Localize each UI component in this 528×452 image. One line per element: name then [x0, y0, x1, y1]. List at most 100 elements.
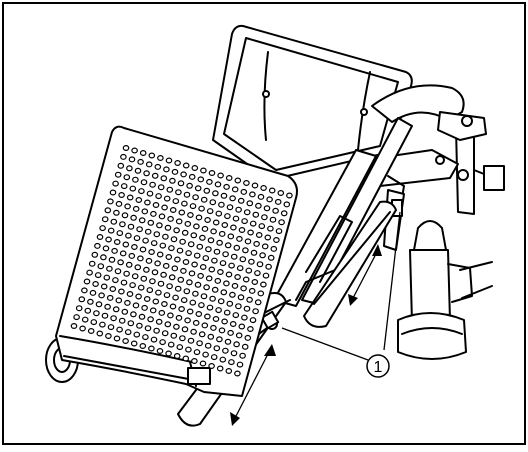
perforation-dot: [159, 339, 166, 346]
perforation-dot: [177, 276, 185, 283]
perforation-dot: [251, 279, 259, 286]
perforation-dot: [221, 318, 228, 325]
perforation-dot: [184, 317, 191, 324]
perforation-dot: [171, 168, 179, 175]
perforation-dot: [283, 201, 291, 208]
perforation-dot: [235, 303, 242, 310]
perforation-dot: [238, 323, 246, 330]
perforation-dot: [165, 350, 172, 357]
perforation-dot: [174, 160, 181, 167]
perforation-dot: [257, 193, 265, 200]
perforation-dot: [81, 287, 88, 294]
perforation-dot: [216, 365, 224, 372]
perforation-dot: [117, 162, 125, 169]
perforation-dot: [157, 184, 165, 191]
perforation-dot: [201, 225, 209, 232]
perforation-dot: [113, 209, 120, 216]
perforation-dot: [207, 237, 215, 244]
perforation-dot: [191, 165, 199, 172]
perforation-dot: [84, 307, 92, 314]
perforation-dot: [174, 256, 181, 263]
perforation-dot: [104, 303, 111, 310]
perforation-dot: [197, 176, 205, 183]
perforation-dot: [141, 208, 149, 215]
perforation-dot: [100, 283, 108, 290]
perforation-dot: [124, 329, 132, 336]
perforation-dot: [251, 182, 259, 189]
perforation-dot: [96, 330, 104, 337]
perforation-dot: [134, 167, 142, 174]
perforation-dot: [137, 255, 144, 262]
perforation-dot: [225, 175, 233, 182]
perforation-dot: [135, 197, 143, 204]
perforation-dot: [236, 361, 244, 368]
perforation-dot: [94, 272, 102, 279]
perforation-dot: [177, 180, 185, 187]
perforation-dot: [89, 289, 97, 296]
perforation-dot: [249, 317, 257, 324]
perforation-dot: [119, 221, 126, 228]
perforation-dot: [200, 196, 208, 203]
perforation-dot: [138, 188, 145, 195]
perforation-dot: [267, 225, 274, 232]
perforation-dot: [118, 317, 126, 324]
perforation-dot: [236, 265, 244, 272]
perforation-dot: [181, 326, 189, 333]
perforation-dot: [170, 236, 178, 243]
perforation-dot: [198, 205, 205, 212]
perforation-dot: [190, 232, 198, 239]
perforation-dot: [208, 363, 215, 370]
perforation-dot: [108, 256, 116, 263]
perforation-dot: [184, 220, 192, 227]
perforation-dot: [193, 223, 200, 230]
perforation-dot: [161, 204, 168, 211]
perforation-dot: [156, 251, 164, 258]
perforation-dot: [180, 267, 187, 274]
perforation-dot: [173, 353, 181, 360]
perforation-dot: [254, 270, 261, 277]
adjust-arrow-lower: [230, 344, 276, 426]
perforation-dot: [226, 300, 234, 307]
perforation-dot: [239, 256, 247, 263]
perforation-dot: [270, 245, 278, 252]
perforation-dot: [112, 180, 119, 187]
perforation-dot: [150, 240, 158, 247]
perforation-dot: [99, 225, 106, 232]
perforation-dot: [143, 266, 150, 273]
perforation-dot: [110, 315, 117, 322]
perforation-dot: [204, 217, 211, 224]
perforation-dot: [241, 343, 249, 350]
perforation-dot: [233, 244, 241, 251]
perforation-dot: [210, 228, 217, 235]
perforation-dot: [123, 174, 131, 181]
perforation-dot: [187, 337, 195, 344]
perforation-dot: [153, 327, 160, 334]
perforation-dot: [156, 348, 164, 355]
perforation-dot: [203, 284, 210, 291]
perforation-dot: [219, 260, 227, 267]
perforation-dot: [140, 179, 148, 186]
perforation-dot: [205, 275, 213, 282]
perforation-dot: [212, 316, 220, 323]
perforation-dot: [134, 264, 142, 271]
perforation-dot: [143, 296, 151, 303]
perforation-dot: [79, 325, 86, 332]
perforation-dot: [146, 287, 154, 294]
perforation-dot: [265, 263, 272, 270]
perforation-dot: [128, 252, 136, 259]
perforation-dot: [187, 241, 195, 248]
perforation-dot: [157, 280, 165, 287]
perforation-dot: [143, 170, 150, 177]
perforation-dot: [129, 282, 136, 289]
perforation-dot: [162, 262, 170, 269]
perforation-dot: [113, 335, 121, 342]
perforation-dot: [217, 298, 225, 305]
perforation-dot: [223, 183, 230, 190]
perforation-dot: [99, 321, 106, 328]
perforation-dot: [188, 270, 196, 277]
perforation-dot: [208, 170, 216, 177]
callout-1-label: 1: [374, 359, 383, 376]
perforation-dot: [148, 249, 155, 256]
perforation-dot: [275, 228, 283, 235]
